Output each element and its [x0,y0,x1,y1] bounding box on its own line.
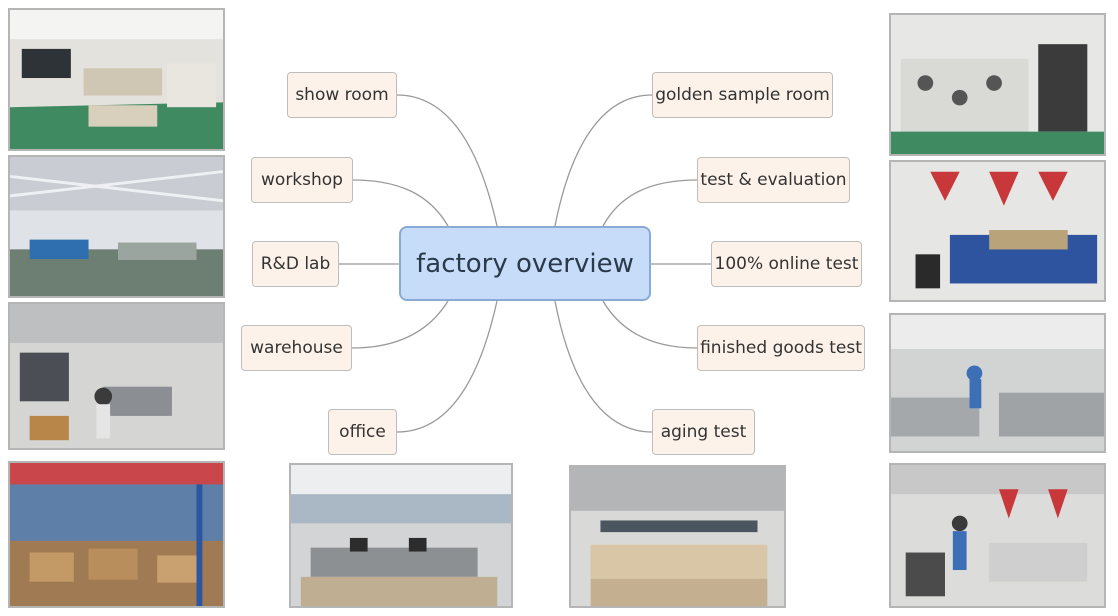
photo-rd-lab [8,302,225,450]
node-online-test[interactable]: 100% online test [711,241,862,287]
link-show-room [396,94,498,227]
node-label: test & evaluation [700,169,847,190]
node-show-room[interactable]: show room [287,72,397,118]
node-warehouse[interactable]: warehouse [241,325,352,371]
node-label: R&D lab [260,253,331,274]
photo-online-test-line [889,313,1106,453]
node-label: finished goods test [700,337,862,358]
photo-golden-sample-room [889,13,1106,156]
node-label: workshop [261,169,343,190]
link-aging-test [554,300,653,433]
link-workshop [352,179,449,227]
node-aging-test[interactable]: aging test [652,409,755,455]
node-golden-sample-room[interactable]: golden sample room [652,72,833,118]
node-label: show room [295,84,389,105]
node-rd-lab[interactable]: R&D lab [252,241,339,287]
photo-aging-test-lab [889,463,1106,608]
node-office[interactable]: office [328,409,397,455]
photo-warehouse [8,461,225,608]
center-topic-label: factory overview [416,248,634,279]
link-finished-goods-test [602,300,698,349]
link-golden-sample-room [554,94,653,227]
node-workshop[interactable]: workshop [251,157,353,203]
photo-aging-test-room [569,465,786,608]
node-test-evaluation[interactable]: test & evaluation [697,157,850,203]
node-label: office [339,421,386,442]
node-label: 100% online test [714,253,859,274]
photo-office [289,463,513,608]
node-label: warehouse [250,337,343,358]
node-label: golden sample room [655,84,830,105]
node-finished-goods-test[interactable]: finished goods test [697,325,865,371]
node-label: aging test [660,421,747,442]
photo-showroom [8,8,225,151]
link-test-evaluation [602,179,698,227]
link-warehouse [351,300,449,349]
photo-test-evaluation-lab [889,160,1106,302]
center-topic[interactable]: factory overview [399,226,651,301]
photo-workshop [8,155,225,298]
link-office [396,300,498,433]
